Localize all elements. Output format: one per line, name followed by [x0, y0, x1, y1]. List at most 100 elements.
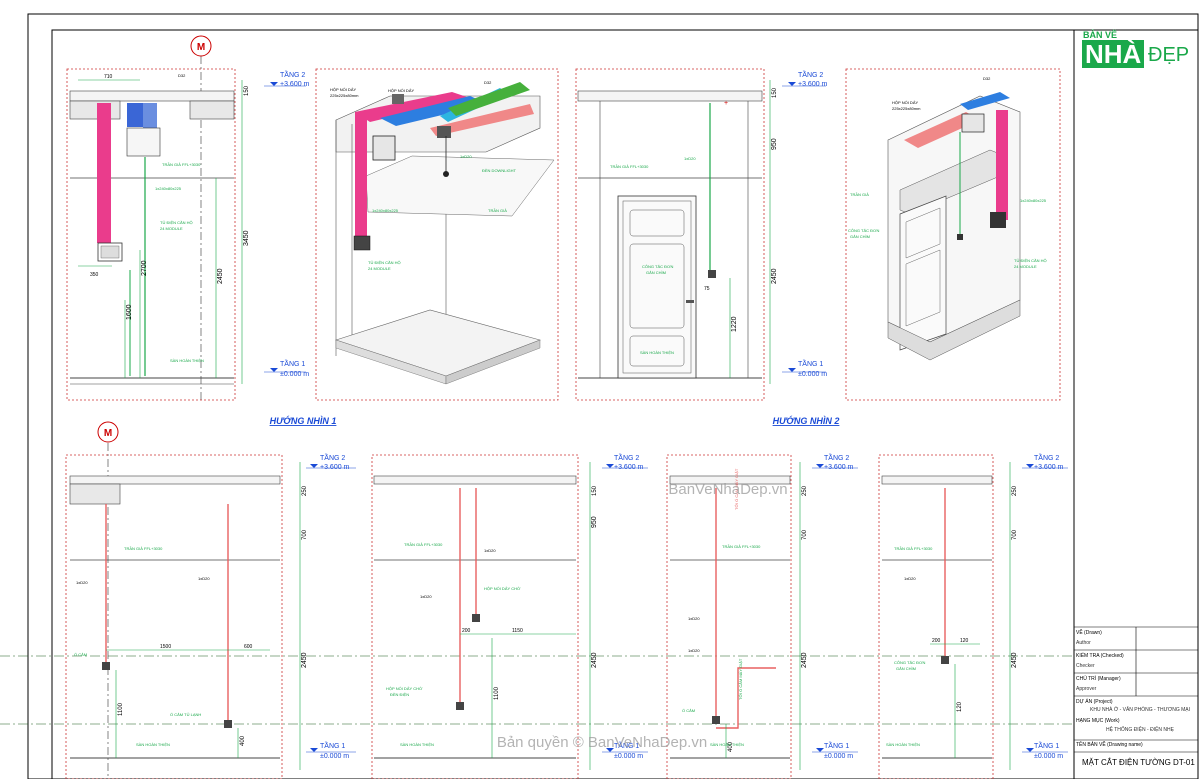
- dim-text: 1220: [731, 316, 738, 332]
- tb-work-label: HẠNG MỤC (Work): [1076, 718, 1120, 724]
- label-socket: Ổ CẮM: [682, 708, 695, 713]
- level-upper-elev: +3.600 m: [280, 81, 310, 88]
- level-upper-name: TẦNG 2: [798, 69, 823, 79]
- tb-drawn-label: VẼ (Drawn): [1076, 630, 1102, 636]
- label-box-note: HỘP NỐI DÂY CHỜ: [484, 586, 521, 591]
- level-lower-name: TẦNG 1: [798, 358, 823, 368]
- label-socket: Ổ CẮM: [74, 652, 87, 657]
- label-floor: SÀN HOÀN THIỆN: [710, 742, 744, 747]
- dim-text: 120: [960, 638, 969, 644]
- level-lower-name: TẦNG 1: [320, 740, 345, 750]
- label-ceiling: TRẦN GIẢ FFL+3030: [894, 546, 933, 551]
- level-upper-name: TẦNG 2: [614, 452, 639, 462]
- viewport-section-2: [575, 68, 765, 401]
- label-d32: D32: [983, 76, 991, 81]
- dim-text: 2450: [801, 652, 808, 668]
- label-ceiling: TRẦN GIẢ FFL+3030: [124, 546, 163, 551]
- dim-text: 350: [90, 272, 99, 278]
- label-junction-size: 225x225x80mm: [892, 106, 921, 111]
- dim-text: 250: [1012, 485, 1018, 496]
- dim-text: 120: [957, 701, 963, 712]
- isometric-view-1: HỘP NỐI DÂY 225x225x80mm HỘP NỐI DÂY D32…: [330, 80, 555, 385]
- level-markers-top: TẦNG 2 +3.600 m TẦNG 1 ±0.000 m TẦNG 2 +…: [264, 69, 828, 378]
- dim-text: 250: [302, 485, 308, 496]
- grid-label-m-bottom: M: [104, 428, 112, 439]
- label-d32: D32: [484, 80, 492, 85]
- view-title-1: HƯỚNG NHÌN 1: [270, 415, 337, 426]
- dim-text: 200: [462, 628, 471, 634]
- dim-text: 150: [772, 87, 778, 98]
- svg-text:+: +: [724, 100, 728, 107]
- label-cabinet-sub: 24 MODULE: [368, 266, 391, 271]
- label-conduit: 1x240x80x225: [372, 208, 399, 213]
- logo-top-text: BẢN VẼ: [1083, 30, 1118, 40]
- level-upper-elev: +3.600 m: [320, 464, 350, 471]
- level-upper-name: TẦNG 2: [1034, 452, 1059, 462]
- level-upper-name: TẦNG 2: [824, 452, 849, 462]
- dim-text: 2450: [771, 268, 778, 284]
- label-d20: 1xD20: [684, 156, 696, 161]
- label-socket-low: Ổ CẮM TỦ LẠNH: [170, 712, 201, 717]
- dim-text: 950: [591, 516, 598, 528]
- bottom-section-2: 200 1150 1100 150 950 2450 TRẦN GIẢ FFL+…: [373, 462, 598, 770]
- level-lower-elev: ±0.000 m: [280, 371, 309, 378]
- door: [617, 195, 697, 379]
- section-view-1: 150 3450 2700 1600 2450 350 710 TRẦN GIẢ…: [69, 73, 250, 385]
- label-d20: 1xD20: [484, 548, 496, 553]
- bottom-section-4: 200 120 250 700 2450 120 TRẦN GIẢ FFL+30…: [881, 462, 1018, 770]
- dim-text: 1500: [160, 644, 171, 650]
- level-lower-name: TẦNG 1: [280, 358, 305, 368]
- tb-drawing-name: MẶT CẮT ĐIỆN TƯỜNG DT-01: [1082, 758, 1195, 767]
- label-d32: D32: [178, 73, 186, 78]
- label-vertical: TỚI Ổ CẮM MÁY GIẶT: [734, 468, 739, 510]
- dim-text: 700: [1012, 529, 1018, 540]
- tb-project-label: DỰ ÁN (Project): [1076, 699, 1113, 705]
- label-cabinet: TỦ ĐIỆN CĂN HỘ: [1014, 258, 1047, 263]
- cable-trunking-pink: [97, 103, 111, 243]
- label-box-note: HỘP NỐI DÂY CHỜ: [386, 686, 423, 691]
- dim-text: 1100: [494, 686, 500, 700]
- label-cabinet: TỦ ĐIỆN CĂN HỘ: [160, 220, 193, 225]
- dim-text: 700: [302, 529, 308, 540]
- label-d20: 1xD20: [420, 594, 432, 599]
- dim-text: 600: [244, 644, 253, 650]
- watermark: BanVeNhaDep.vn: [668, 481, 787, 498]
- label-ceiling-short: TRẦN GIẢ: [850, 192, 869, 197]
- dim-text: 2700: [141, 260, 148, 276]
- dim-text: 150: [592, 485, 598, 496]
- label-ceiling: TRẦN GIẢ FFL+3030: [162, 162, 201, 167]
- label-ceiling-short: TRẦN GIẢ: [488, 208, 507, 213]
- level-lower-name: TẦNG 1: [614, 740, 639, 750]
- isometric-view-2: HỘP NỐI DÂY 225x225x80mm D32 TRẦN GIẢ CÔ…: [848, 76, 1047, 361]
- dim-text: 400: [240, 735, 246, 746]
- level-upper-name: TẦNG 2: [320, 452, 345, 462]
- label-junction-box: HỘP NỐI DÂY: [892, 100, 918, 105]
- section-view-2: + 150 950 2450 1220 75 TRẦN GIẢ FFL+3030…: [577, 80, 778, 384]
- dim-text: 2450: [301, 652, 308, 668]
- label-d20: 1xD20: [76, 580, 88, 585]
- label-cabinet-sub: 24 MODULE: [1014, 264, 1037, 269]
- label-d20: 1xD20: [198, 576, 210, 581]
- label-light: ĐÈN DOWNLIGHT: [482, 168, 517, 173]
- title-block: [1074, 626, 1198, 753]
- tb-manager-value: Approver: [1076, 686, 1097, 692]
- label-switch: CÔNG TẮC ĐƠN: [642, 264, 673, 269]
- dim-text: 3450: [243, 230, 250, 246]
- electric-panel-light: [126, 127, 161, 157]
- label-vertical-2: TỚI Ổ CẮM MÁY GIẶT: [738, 658, 743, 700]
- label-floor: SÀN HOÀN THIỆN: [886, 742, 920, 747]
- tb-manager-label: CHỦ TRÌ (Manager): [1076, 676, 1121, 682]
- label-switch: CÔNG TẮC ĐƠN: [894, 660, 925, 665]
- viewport-bottom-2: [371, 454, 579, 779]
- label-ceiling: TRẦN GIẢ FFL+3030: [610, 164, 649, 169]
- level-lower-name: TẦNG 1: [1034, 740, 1059, 750]
- viewport-bottom-1: [65, 454, 283, 779]
- bottom-section-3: 250 700 2450 400 TỚI Ổ CẮM MÁY GIẶT TRẦN…: [669, 462, 808, 770]
- grid-lines-horizontal: [0, 655, 1074, 725]
- label-cabinet: TỦ ĐIỆN CĂN HỘ: [368, 260, 401, 265]
- label-cabinet-sub: 24 MODULE: [160, 226, 183, 231]
- level-lower-name: TẦNG 1: [824, 740, 849, 750]
- viewport-section-1: [66, 68, 236, 401]
- label-conduit: 1x240x80x225: [1020, 198, 1047, 203]
